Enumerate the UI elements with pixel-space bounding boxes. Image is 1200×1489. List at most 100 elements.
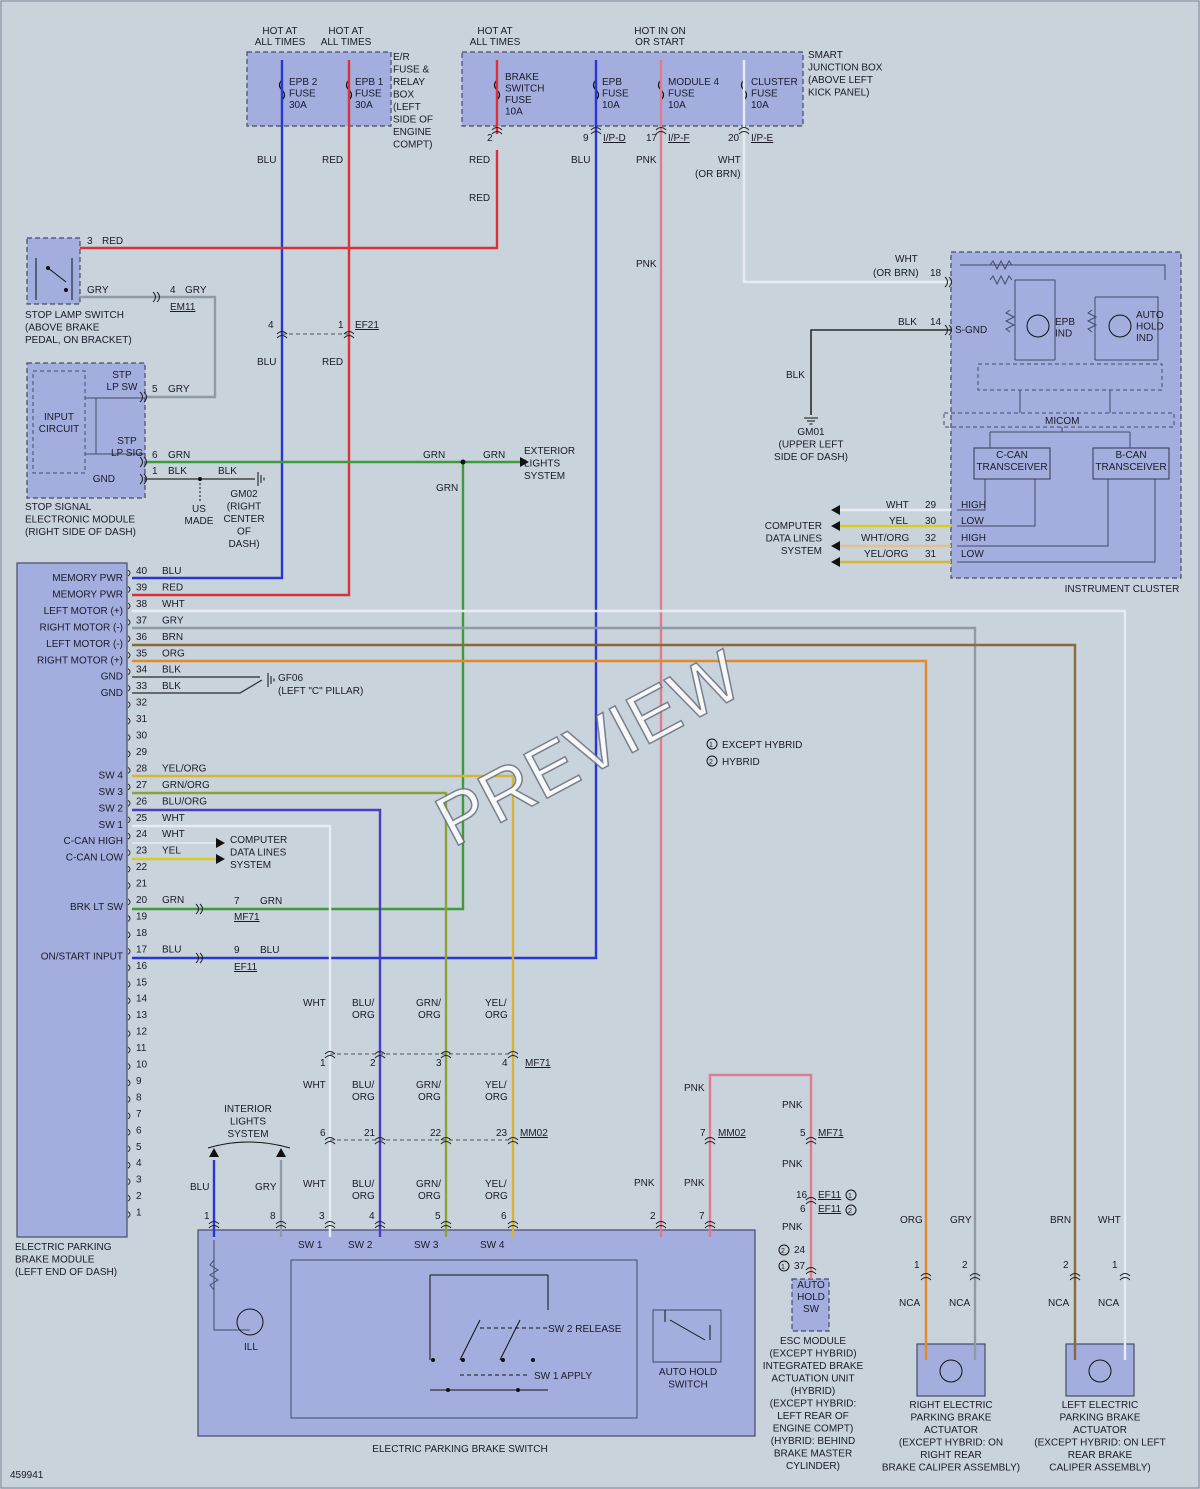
module-pin-wire: BRN bbox=[162, 632, 183, 643]
svg-text:3: 3 bbox=[436, 1058, 442, 1069]
svg-text:MF71: MF71 bbox=[525, 1058, 551, 1069]
wire-red bbox=[132, 60, 351, 597]
label-line: TRANSCEIVER bbox=[1095, 462, 1166, 473]
pin-tick bbox=[127, 947, 131, 955]
label-line: RIGHT REAR bbox=[920, 1450, 982, 1461]
svg-text:I/P-F: I/P-F bbox=[668, 133, 690, 144]
svg-text:6: 6 bbox=[320, 1128, 326, 1139]
svg-text:YEL/: YEL/ bbox=[485, 1179, 507, 1190]
label-line: ENGINE bbox=[393, 127, 432, 138]
module-pin-number: 34 bbox=[136, 665, 148, 676]
pin-tick bbox=[127, 865, 131, 873]
svg-text:EXCEPT HYBRID: EXCEPT HYBRID bbox=[722, 740, 802, 751]
pin-tick bbox=[127, 569, 131, 577]
svg-text:21: 21 bbox=[364, 1128, 376, 1139]
label-line: BRAKE MASTER bbox=[774, 1449, 852, 1460]
module-pin-name: MEMORY PWR bbox=[52, 573, 123, 584]
wire-org bbox=[132, 659, 928, 1360]
label-line: HOLD bbox=[1136, 322, 1164, 333]
module-pin-number: 32 bbox=[136, 698, 148, 709]
svg-text:5: 5 bbox=[152, 384, 158, 395]
svg-text:24: 24 bbox=[794, 1245, 806, 1256]
label-line: FUSE bbox=[355, 89, 382, 100]
epb-switch bbox=[197, 1229, 756, 1437]
label-line: (EXCEPT HYBRID: ON bbox=[899, 1438, 1003, 1449]
pin-tick bbox=[127, 931, 131, 939]
wire-wht bbox=[132, 824, 332, 1237]
svg-text:BLK: BLK bbox=[898, 317, 917, 328]
module-pin-name: SW 4 bbox=[99, 770, 124, 781]
svg-text:BLU: BLU bbox=[257, 155, 276, 166]
pin-tick bbox=[127, 1112, 131, 1120]
label-line: (RIGHT SIDE OF DASH) bbox=[25, 527, 136, 538]
label-line: 30A bbox=[289, 100, 307, 111]
svg-text:2: 2 bbox=[650, 1211, 656, 1222]
label-line: JUNCTION BOX bbox=[808, 63, 883, 74]
pin-tick bbox=[127, 651, 131, 659]
pin-tick bbox=[127, 783, 131, 791]
label-line: FUSE bbox=[602, 89, 629, 100]
module-pin-number: 30 bbox=[136, 731, 148, 742]
smart-junction-box bbox=[461, 51, 804, 127]
svg-text:BLU/: BLU/ bbox=[352, 1179, 374, 1190]
pin-tick bbox=[127, 602, 131, 610]
label-line: FUSE & bbox=[393, 65, 429, 76]
label-line: DASH) bbox=[228, 539, 259, 550]
wire-pnk bbox=[708, 1073, 813, 1279]
svg-text:1: 1 bbox=[152, 466, 158, 477]
svg-text:WHT: WHT bbox=[886, 500, 909, 511]
module-pin-wire: BLU bbox=[162, 566, 181, 577]
svg-text:BLU: BLU bbox=[571, 155, 590, 166]
label-line: EPB 1 bbox=[355, 77, 384, 88]
svg-text:I/P-E: I/P-E bbox=[751, 133, 774, 144]
module-pin-number: 25 bbox=[136, 813, 148, 824]
label-line: INTEGRATED BRAKE bbox=[763, 1361, 864, 1372]
hot-label: ALL TIMES bbox=[255, 37, 306, 48]
pin-labels: 2 9 17 20 I/P-D I/P-F I/P-E BLU RED RED … bbox=[10, 133, 1179, 1481]
module-pin-name: ON/START INPUT bbox=[41, 951, 123, 962]
svg-text:4: 4 bbox=[502, 1058, 508, 1069]
svg-text:YEL/: YEL/ bbox=[485, 1080, 507, 1091]
svg-text:GRY: GRY bbox=[87, 285, 109, 296]
svg-text:4: 4 bbox=[369, 1211, 375, 1222]
label-line: ACTUATION UNIT bbox=[771, 1374, 854, 1385]
svg-text:RED: RED bbox=[322, 357, 343, 368]
label-line: (HYBRID: BEHIND bbox=[771, 1436, 855, 1447]
module-pin-wire: WHT bbox=[162, 829, 185, 840]
pin-tick bbox=[127, 898, 131, 906]
svg-text:GRN/: GRN/ bbox=[416, 1080, 441, 1091]
svg-text:14: 14 bbox=[930, 317, 942, 328]
svg-text:BLK: BLK bbox=[786, 370, 805, 381]
svg-text:ORG: ORG bbox=[485, 1092, 508, 1103]
svg-text:2: 2 bbox=[709, 759, 713, 766]
svg-text:ORG: ORG bbox=[352, 1010, 375, 1021]
module-pin-number: 24 bbox=[136, 829, 148, 840]
label-line: OF bbox=[237, 527, 251, 538]
label-line: (ABOVE LEFT bbox=[808, 75, 873, 86]
svg-text:2: 2 bbox=[487, 133, 493, 144]
svg-text:WHT: WHT bbox=[303, 1080, 326, 1091]
svg-text:SW 2: SW 2 bbox=[348, 1240, 373, 1251]
esc-module bbox=[791, 1278, 830, 1332]
svg-text:HYBRID: HYBRID bbox=[722, 757, 760, 768]
svg-text:GRN: GRN bbox=[260, 896, 282, 907]
svg-text:5: 5 bbox=[800, 1128, 806, 1139]
label-line: EPB bbox=[1055, 317, 1075, 328]
pin-tick bbox=[127, 980, 131, 988]
label-line: HOLD bbox=[797, 1292, 825, 1303]
svg-text:31: 31 bbox=[925, 549, 937, 560]
module-pin-number: 35 bbox=[136, 648, 148, 659]
module-pin-name: SW 3 bbox=[99, 787, 124, 798]
hot-label: HOT IN ON bbox=[634, 26, 685, 37]
svg-text:RED: RED bbox=[469, 193, 490, 204]
module-pin-name: C-CAN HIGH bbox=[64, 836, 123, 847]
svg-text:EF11: EF11 bbox=[234, 962, 258, 973]
svg-text:RED: RED bbox=[322, 155, 343, 166]
module-pin-number: 23 bbox=[136, 846, 148, 857]
svg-text:GF06: GF06 bbox=[278, 673, 303, 684]
instrument-cluster bbox=[943, 251, 1182, 579]
svg-text:1: 1 bbox=[204, 1211, 210, 1222]
pin-tick bbox=[127, 734, 131, 741]
label-line: ACTUATOR bbox=[924, 1425, 978, 1436]
pin-tick bbox=[127, 1096, 131, 1103]
